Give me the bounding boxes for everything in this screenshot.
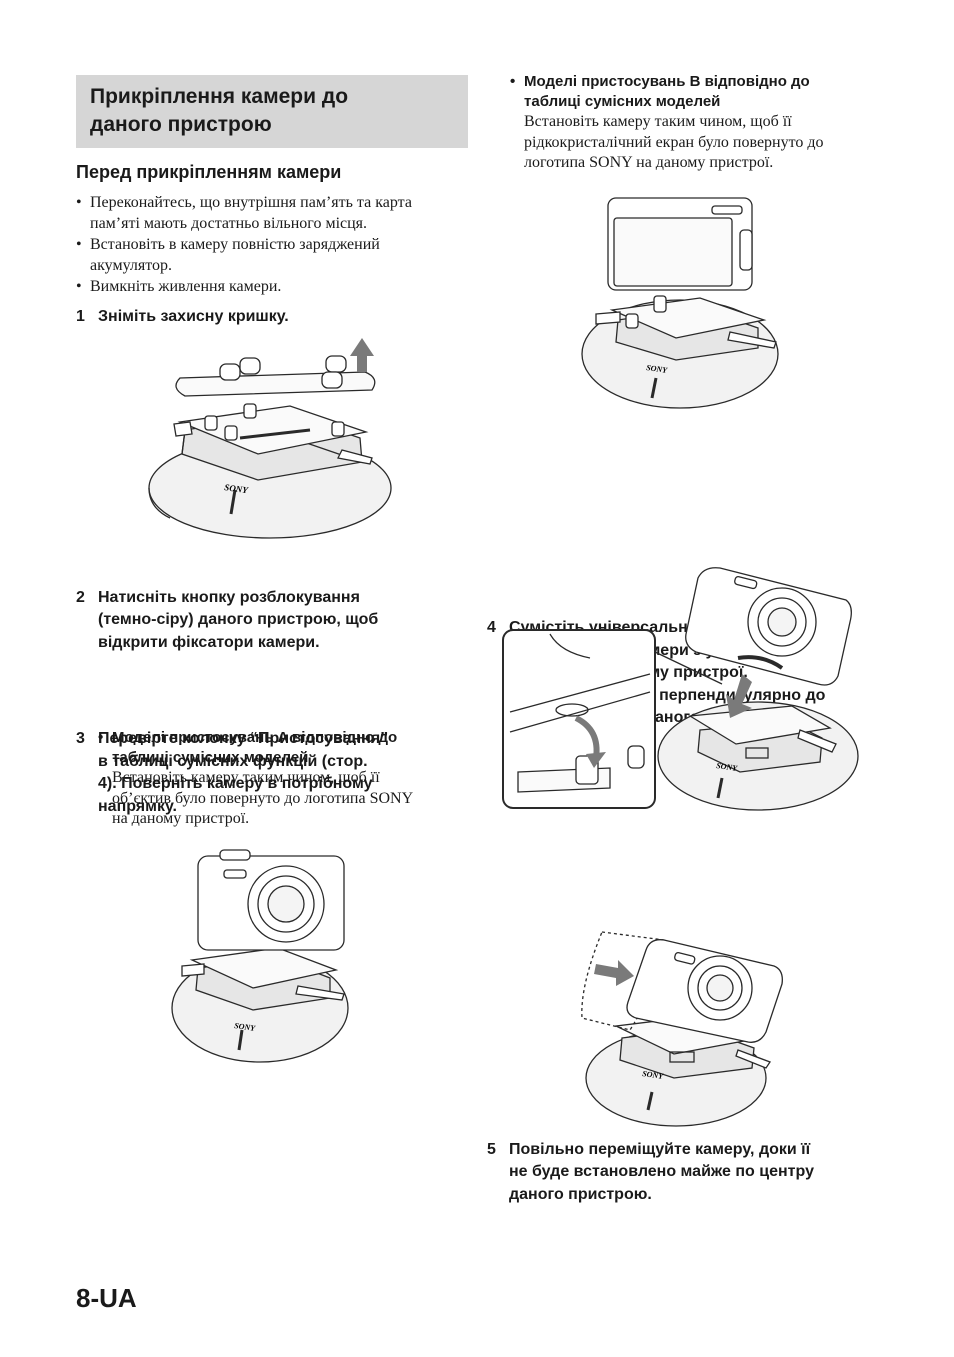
step-line: Натисніть кнопку розблокування [98, 588, 360, 606]
model-b-heading-line: таблиці сумісних моделей [524, 93, 721, 110]
step-line: (темно-сіру) даного пристрою, щоб [98, 611, 379, 628]
sony-logo: SONY [716, 761, 739, 773]
prerequisite-item: Встановіть в камеру повністю заряджений … [76, 234, 471, 276]
model-b-text-line: логотипа SONY на даному пристрої. [524, 154, 774, 171]
model-b-text-line: рідкокристалічний екран було повернуто д… [524, 133, 824, 151]
figure-remove-cover: SONY [148, 338, 392, 539]
step-line: Зніміть захисну кришку. [98, 308, 289, 325]
down-arrow-icon [726, 674, 752, 718]
step-number: 3 [76, 730, 85, 747]
model-a-text: Встановіть камеру таким чином, щоб її об… [98, 768, 473, 830]
sony-logo: SONY [224, 482, 250, 495]
model-a-block: Моделі пристосувань A відповідно до табл… [98, 728, 473, 830]
section-title-line-2: даного пристрою [90, 113, 272, 136]
page-number: 8-UA [76, 1283, 137, 1313]
model-b-text-line: Встановіть камеру таким чином, щоб її [524, 113, 792, 130]
step-2: 2 Натисніть кнопку розблокування (темно-… [76, 587, 493, 655]
prerequisite-line: пам’яті мають достатньо вільного місця. [90, 215, 368, 232]
model-a-heading: Моделі пристосувань A відповідно до табл… [98, 728, 473, 768]
step-1: 1 Зніміть захисну кришку. [76, 306, 493, 329]
figure-model-b: SONY [581, 197, 779, 409]
figure-slide-center: SONY [581, 931, 783, 1127]
model-b-heading-line: Моделі пристосувань B відповідно до [524, 73, 810, 90]
step-number: 2 [76, 588, 85, 606]
step-number: 5 [487, 1140, 496, 1158]
model-a-text-line: об’єктив було повернуто до логотипа SONY [112, 789, 414, 807]
step-line: не буде встановлено майже по центру [509, 1163, 814, 1180]
model-a-heading-line: Моделі пристосувань A відповідно до [112, 729, 398, 746]
prerequisite-line: Переконайтесь, що внутрішня пам’ять та к… [90, 194, 412, 211]
prerequisite-item: Вимкніть живлення камери. [76, 276, 471, 297]
model-a-heading-line: таблиці сумісних моделей [112, 749, 309, 766]
sony-logo: SONY [646, 363, 669, 375]
up-arrow-icon [350, 338, 374, 372]
curved-arrow-icon [574, 715, 606, 768]
before-heading: Перед прикріпленням камери [76, 162, 342, 182]
figure-model-a: SONY [171, 849, 349, 1063]
step-line: відкрити фіксатори камери. [98, 633, 320, 651]
step-line: Повільно переміщуйте камеру, доки її [509, 1140, 811, 1158]
step-number: 4 [487, 619, 496, 636]
figure-align-connector: SONY [502, 567, 859, 811]
section-title-line-1: Прикріплення камери до [90, 85, 349, 108]
section-header: Прикріплення камери до даного пристрою [76, 75, 468, 148]
step-5: 5 Повільно переміщуйте камеру, доки її н… [487, 1139, 919, 1207]
prerequisite-line: Вимкніть живлення камери. [90, 278, 282, 295]
step-number: 1 [76, 308, 85, 325]
model-a-text-line: Встановіть камеру таким чином, щоб її [112, 769, 380, 786]
prerequisite-line: Встановіть в камеру повністю заряджений [90, 236, 380, 253]
right-arrow-icon [594, 960, 634, 986]
step-line: напрямку. [98, 797, 177, 815]
model-a-text-line: на даному пристрої. [112, 810, 250, 827]
prerequisite-list: Переконайтесь, що внутрішня пам’ять та к… [76, 192, 471, 297]
step-line: 4). Поверніть камеру в потрібному [98, 775, 373, 792]
sony-logo: SONY [642, 1069, 665, 1081]
prerequisite-line: акумулятор. [90, 257, 172, 274]
model-b-block: Моделі пристосувань B відповідно до табл… [510, 72, 890, 174]
model-b-text: Встановіть камеру таким чином, щоб її рі… [510, 112, 890, 174]
model-b-heading: Моделі пристосувань B відповідно до табл… [510, 72, 890, 112]
sony-logo: SONY [234, 1021, 257, 1033]
step-line: даного пристрою. [509, 1185, 652, 1203]
prerequisite-item: Переконайтесь, що внутрішня пам’ять та к… [76, 192, 471, 234]
